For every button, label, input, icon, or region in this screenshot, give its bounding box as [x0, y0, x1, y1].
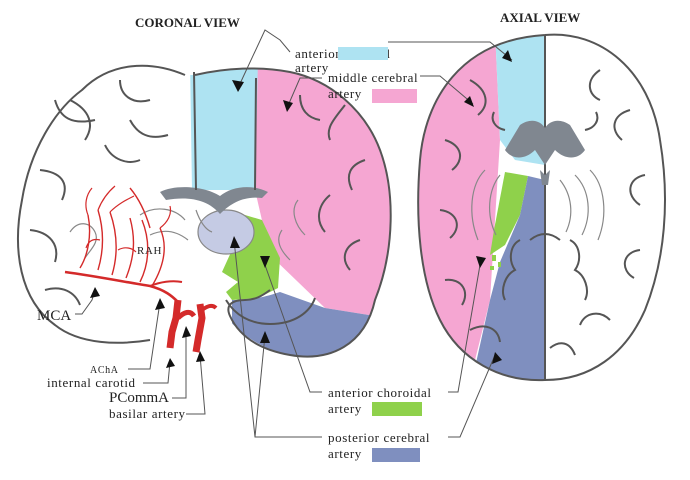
pcomma-label: PCommA	[109, 390, 169, 406]
aca-label-line2: artery	[295, 60, 329, 75]
coronal-aca-territory	[190, 65, 258, 190]
axial-acha-specks	[490, 255, 501, 270]
coronal-view: RAH MCA AChA internal carotid PCommA bas…	[17, 64, 392, 421]
coronal-ventricle	[160, 187, 268, 214]
rah-label: RAH	[137, 245, 162, 257]
axial-view	[417, 33, 666, 382]
acha-label: AChA	[90, 365, 119, 376]
aca-legend-swatch	[338, 47, 388, 60]
pcomma-vessel	[176, 309, 197, 320]
pca-legend-swatch	[372, 448, 420, 462]
mca-label: MCA	[37, 308, 71, 324]
internal-carotid-label: internal carotid	[47, 375, 136, 390]
vessel-leaders	[128, 301, 206, 415]
coronal-view-title: CORONAL VIEW	[135, 15, 240, 30]
coronal-vessels	[64, 185, 218, 353]
pca-label-line1: posterior cerebral	[328, 430, 430, 445]
acha-territory-label-line2: artery	[328, 401, 362, 416]
territory-leaders	[233, 29, 513, 438]
mca-vessel	[64, 270, 179, 303]
legend: anterior cerebral artery middle cerebral…	[295, 46, 432, 462]
arrowheads	[90, 50, 512, 368]
acha-legend-swatch	[372, 402, 422, 416]
mca-territory-label-line2: artery	[328, 86, 362, 101]
acha-territory-label-line1: anterior choroidal	[328, 385, 432, 400]
coronal-mca-territory	[255, 65, 391, 320]
axial-acha-territory	[490, 172, 528, 255]
pca-label-line2: artery	[328, 446, 362, 461]
coronal-thalamus	[197, 209, 255, 255]
internal-carotid-vessel	[166, 299, 182, 349]
axial-ventricles	[505, 120, 585, 165]
axial-view-title: AXIAL VIEW	[500, 10, 580, 25]
mca-legend-swatch	[372, 89, 417, 103]
axial-mca-territory	[418, 34, 500, 380]
coronal-acha-territory	[222, 215, 280, 300]
axial-pca-territory	[470, 176, 545, 381]
mca-territory-label-line1: middle cerebral	[328, 70, 418, 85]
basilar-artery-label: basilar artery	[109, 406, 186, 421]
